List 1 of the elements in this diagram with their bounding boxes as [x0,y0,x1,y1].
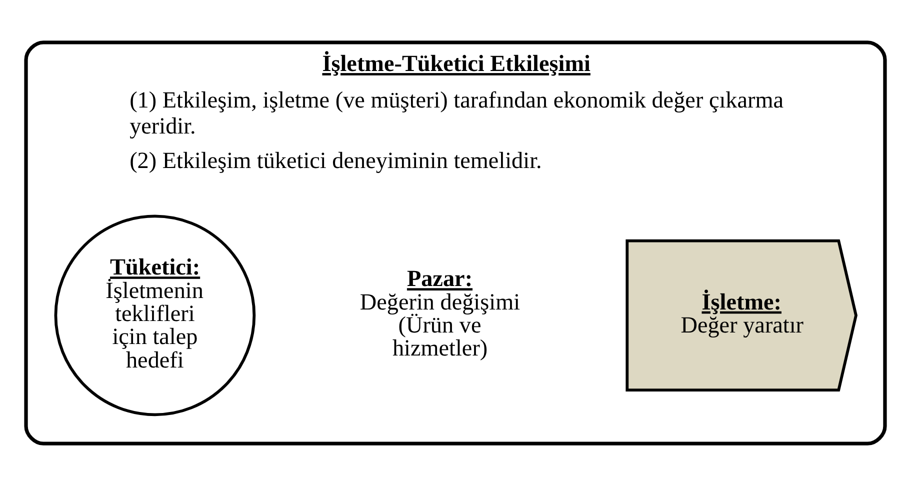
node-circle: Tüketici: İşletmenin teklifleri için talep hedefi [54,214,256,416]
